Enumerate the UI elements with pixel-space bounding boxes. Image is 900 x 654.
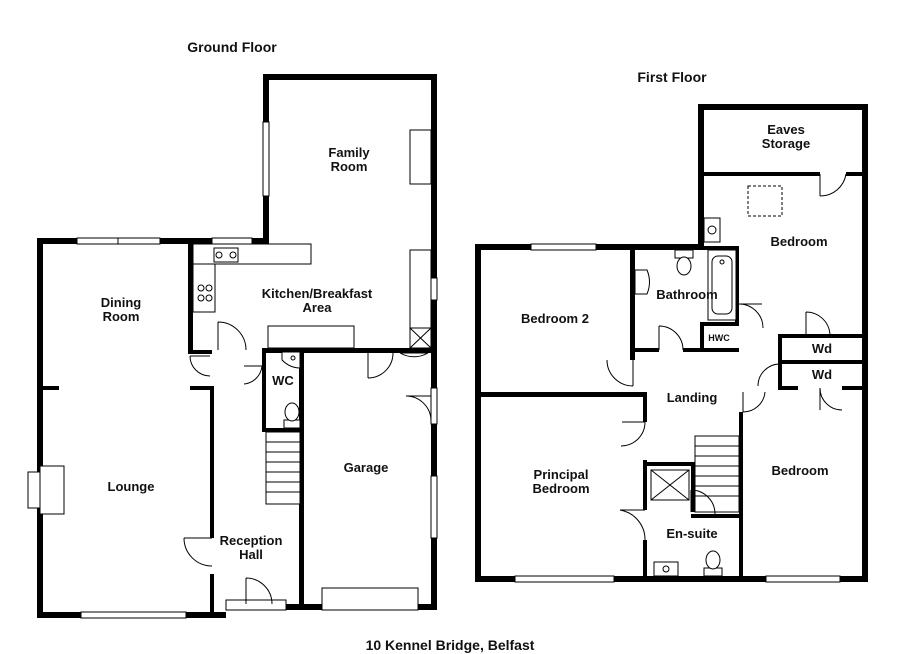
family-room-label-line1: Family: [328, 145, 370, 160]
ground-floor-windows: [76, 121, 438, 619]
garage-label: Garage: [344, 460, 389, 475]
first-floor-windows: [514, 243, 841, 583]
kitchen-label-line1: Kitchen/Breakfast: [262, 286, 373, 301]
dining-room-label-line1: Dining: [101, 295, 141, 310]
eaves-storage-label-line2: Storage: [762, 136, 810, 151]
bathroom-label: Bathroom: [656, 287, 717, 302]
principal-bedroom-label-line2: Bedroom: [532, 481, 589, 496]
lounge-label: Lounge: [108, 479, 155, 494]
ground-floor-fixtures: [192, 129, 432, 611]
address-caption: 10 Kennel Bridge, Belfast: [366, 637, 535, 653]
family-room-label-line2: Room: [331, 159, 368, 174]
kitchen-label-line2: Area: [303, 300, 333, 315]
ground-floor-labels: Family Room Kitchen/Breakfast Area Dinin…: [101, 145, 389, 562]
bedroom-top-right-label: Bedroom: [770, 234, 827, 249]
first-floor-labels: Eaves Storage Bedroom Bathroom HWC Bedro…: [521, 122, 832, 541]
first-floor-fixtures: [634, 185, 783, 577]
reception-hall-label-line1: Reception: [220, 533, 283, 548]
ground-floor-walls: [27, 74, 437, 618]
ground-floor: Ground Floor: [27, 39, 438, 619]
first-floor-title: First Floor: [637, 69, 707, 85]
wc-label: WC: [272, 373, 294, 388]
bedroom-2-label: Bedroom 2: [521, 311, 589, 326]
dining-room-label-line2: Room: [103, 309, 140, 324]
ground-floor-doors: [183, 321, 432, 605]
wardrobe-lower-label: Wd: [812, 367, 832, 382]
wardrobe-upper-label: Wd: [812, 341, 832, 356]
reception-hall-label-line2: Hall: [239, 547, 263, 562]
bedroom-right-label: Bedroom: [771, 463, 828, 478]
ground-floor-title: Ground Floor: [187, 39, 277, 55]
landing-label: Landing: [667, 390, 718, 405]
en-suite-label: En-suite: [666, 526, 717, 541]
hwc-label: HWC: [708, 333, 730, 343]
eaves-storage-label-line1: Eaves: [767, 122, 805, 137]
principal-bedroom-label-line1: Principal: [534, 467, 589, 482]
first-floor: First Floor: [475, 69, 868, 583]
first-floor-doors: [606, 173, 847, 541]
first-floor-walls: [475, 104, 868, 582]
